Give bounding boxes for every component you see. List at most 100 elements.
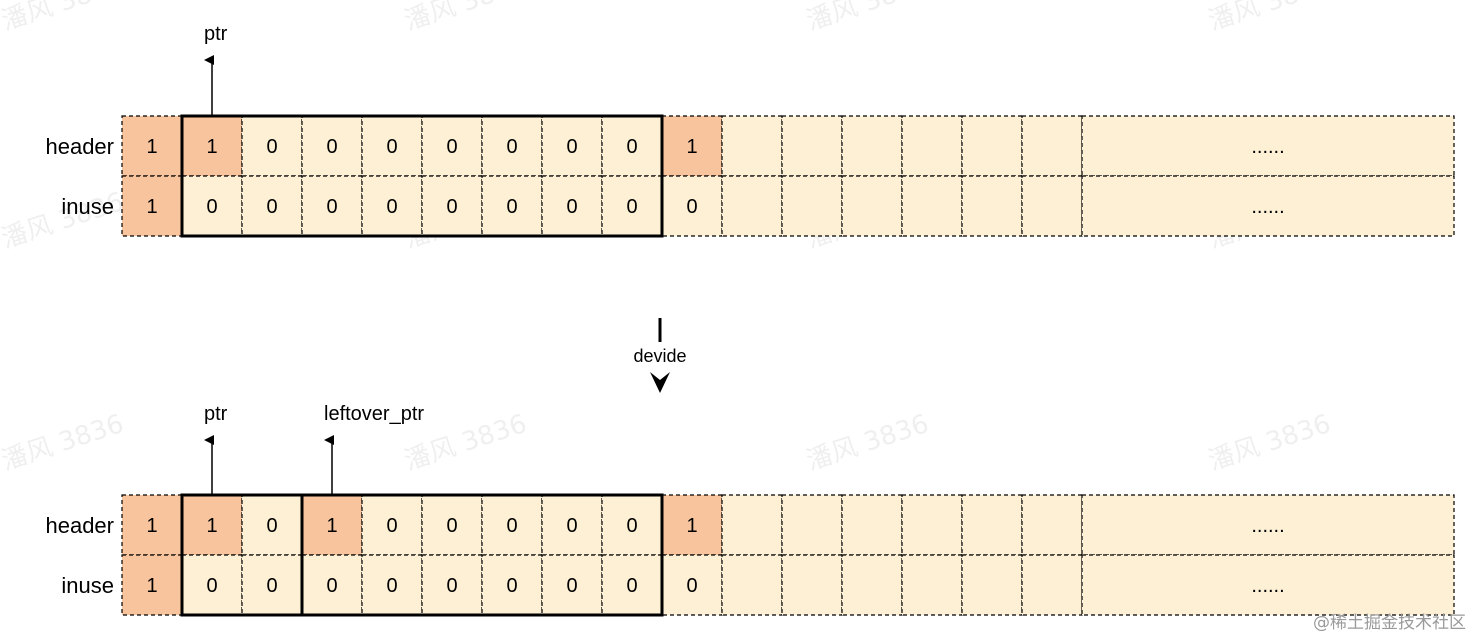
pointer-label: ptr bbox=[204, 403, 228, 425]
memory-cell bbox=[1081, 115, 1455, 177]
pointer-ptr: ptr bbox=[204, 403, 228, 495]
memory-cell bbox=[961, 175, 1023, 237]
memory-cell bbox=[481, 554, 543, 616]
row-label: inuse bbox=[61, 573, 114, 598]
memory-cell bbox=[661, 175, 723, 237]
memory-cell bbox=[841, 554, 903, 616]
divide-arrow-icon bbox=[650, 372, 670, 393]
cell-value: 0 bbox=[446, 136, 457, 158]
cell-value: ...... bbox=[1251, 136, 1284, 158]
cell-value: 1 bbox=[686, 515, 697, 537]
memory-cell bbox=[721, 494, 783, 556]
cell-value: 0 bbox=[506, 575, 517, 597]
memory-cell bbox=[601, 175, 663, 237]
cell-value: 0 bbox=[626, 136, 637, 158]
watermark-text: 潘风 3836 bbox=[0, 0, 127, 37]
cell-value: 0 bbox=[626, 575, 637, 597]
cell-value: 0 bbox=[386, 196, 397, 218]
cell-value: ...... bbox=[1251, 196, 1284, 218]
memory-cell bbox=[421, 554, 483, 616]
cell-value: 0 bbox=[446, 196, 457, 218]
row-label: inuse bbox=[61, 194, 114, 219]
highlighted-cell bbox=[121, 115, 183, 177]
divide-operation: devide bbox=[633, 318, 687, 393]
cell-value: 0 bbox=[506, 515, 517, 537]
memory-cell bbox=[781, 175, 843, 237]
memory-cell bbox=[481, 115, 543, 177]
cell-value: 0 bbox=[566, 196, 577, 218]
cell-value: 0 bbox=[326, 196, 337, 218]
pointer-leftover-ptr: leftover_ptr bbox=[324, 403, 424, 495]
memory-cell bbox=[901, 175, 963, 237]
cell-value: 0 bbox=[266, 136, 277, 158]
memory-cell bbox=[481, 175, 543, 237]
cell-value: 1 bbox=[326, 515, 337, 537]
memory-cell bbox=[901, 494, 963, 556]
memory-cell bbox=[421, 494, 483, 556]
memory-cell bbox=[241, 554, 303, 616]
memory-cell bbox=[1021, 175, 1083, 237]
cell-value: 1 bbox=[146, 575, 157, 597]
memory-cell bbox=[901, 554, 963, 616]
credit-text: @稀土掘金技术社区 bbox=[1313, 613, 1466, 633]
pointer-label: leftover_ptr bbox=[324, 403, 424, 425]
memory-cell bbox=[541, 494, 603, 556]
memory-cell bbox=[541, 554, 603, 616]
cell-value: 1 bbox=[206, 136, 217, 158]
memory-cell bbox=[901, 115, 963, 177]
highlighted-cell bbox=[181, 494, 243, 556]
cell-value: 0 bbox=[446, 575, 457, 597]
memory-cell bbox=[781, 554, 843, 616]
cell-value: 0 bbox=[446, 515, 457, 537]
cell-value: 0 bbox=[626, 196, 637, 218]
memory-cell bbox=[721, 175, 783, 237]
memory-cell bbox=[721, 115, 783, 177]
cell-value: 0 bbox=[266, 196, 277, 218]
cell-value: 0 bbox=[506, 196, 517, 218]
memory-cell bbox=[601, 554, 663, 616]
row-label: header bbox=[45, 513, 114, 538]
memory-cell bbox=[961, 494, 1023, 556]
memory-cell bbox=[1021, 115, 1083, 177]
memory-cell bbox=[721, 554, 783, 616]
cell-value: 0 bbox=[566, 136, 577, 158]
cell-value: 0 bbox=[686, 196, 697, 218]
cell-value: 1 bbox=[146, 515, 157, 537]
memory-cell bbox=[841, 175, 903, 237]
memory-cell bbox=[301, 175, 363, 237]
highlighted-cell bbox=[121, 175, 183, 237]
memory-cell bbox=[1081, 494, 1455, 556]
divide-label: devide bbox=[633, 346, 686, 366]
memory-cell bbox=[781, 494, 843, 556]
watermark-text: 潘风 3836 bbox=[0, 409, 127, 477]
highlighted-cell bbox=[661, 115, 723, 177]
cell-value: 1 bbox=[206, 515, 217, 537]
cell-value: 0 bbox=[206, 196, 217, 218]
memory-cell bbox=[661, 554, 723, 616]
cell-value: 0 bbox=[386, 136, 397, 158]
span-outline bbox=[180, 114, 664, 238]
watermark-text: 潘风 3836 bbox=[803, 409, 933, 477]
memory-cell bbox=[421, 175, 483, 237]
highlighted-cell bbox=[301, 494, 363, 556]
cell-value: 0 bbox=[626, 515, 637, 537]
watermark-text: 潘风 3836 bbox=[803, 0, 933, 37]
cell-value: 1 bbox=[146, 136, 157, 158]
highlighted-cell bbox=[121, 494, 183, 556]
memory-cell bbox=[541, 175, 603, 237]
cell-value: 0 bbox=[266, 515, 277, 537]
memory-cell bbox=[841, 115, 903, 177]
row-label: header bbox=[45, 134, 114, 159]
cell-value: 0 bbox=[206, 575, 217, 597]
memory-cell bbox=[181, 554, 243, 616]
memory-cell bbox=[361, 494, 423, 556]
memory-cell bbox=[841, 494, 903, 556]
cell-value: 1 bbox=[686, 136, 697, 158]
memory-cell bbox=[301, 554, 363, 616]
memory-cell bbox=[361, 554, 423, 616]
pointer-label: ptr bbox=[204, 23, 228, 45]
memory-cell bbox=[181, 175, 243, 237]
